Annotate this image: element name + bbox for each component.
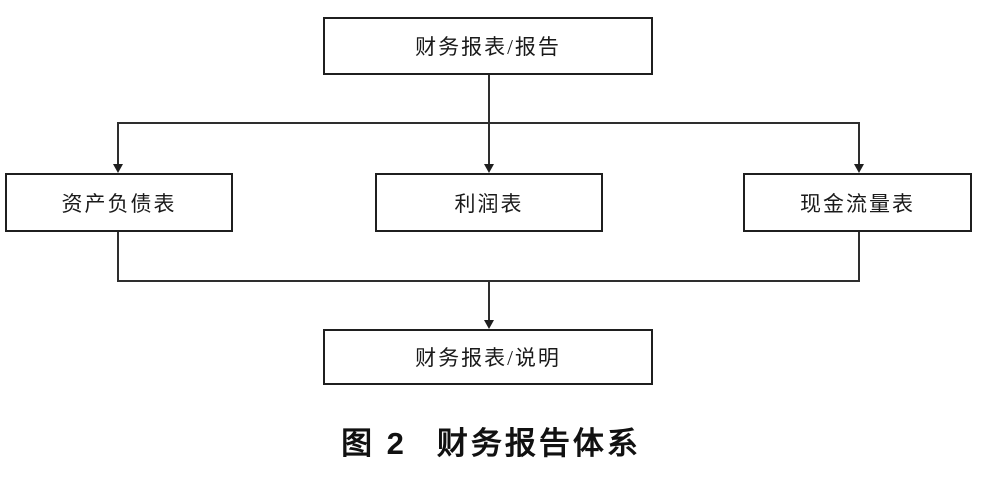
node-label: 资产负债表 bbox=[61, 191, 177, 216]
node-financial-statements-notes: 财务报表/说明 bbox=[323, 329, 653, 385]
figure-caption-title: 财务报告体系 bbox=[436, 426, 641, 461]
connector-left-drop bbox=[117, 122, 119, 166]
figure-caption-number: 图 2 bbox=[341, 426, 407, 461]
connector-center-drop bbox=[488, 280, 490, 321]
figure-caption: 图 2 财务报告体系 bbox=[0, 418, 982, 463]
node-label: 财务报表/说明 bbox=[415, 346, 561, 370]
arrowhead-to-balance-sheet bbox=[113, 164, 123, 173]
arrowhead-to-cash-flow bbox=[854, 164, 864, 173]
node-label: 利润表 bbox=[454, 191, 524, 216]
connector-left-down bbox=[117, 232, 119, 282]
connector-right-down bbox=[858, 232, 860, 282]
node-label: 财务报表/报告 bbox=[415, 35, 561, 59]
node-balance-sheet: 资产负债表 bbox=[5, 173, 233, 232]
connector-root-vertical bbox=[488, 75, 490, 166]
connector-right-drop bbox=[858, 122, 860, 166]
node-financial-statements-report: 财务报表/报告 bbox=[323, 17, 653, 75]
node-cash-flow-statement: 现金流量表 bbox=[743, 173, 972, 232]
arrowhead-to-notes bbox=[484, 320, 494, 329]
arrowhead-to-income-statement bbox=[484, 164, 494, 173]
node-label: 现金流量表 bbox=[800, 191, 915, 216]
connector-top-horizontal bbox=[117, 122, 860, 124]
node-income-statement: 利润表 bbox=[375, 173, 603, 232]
